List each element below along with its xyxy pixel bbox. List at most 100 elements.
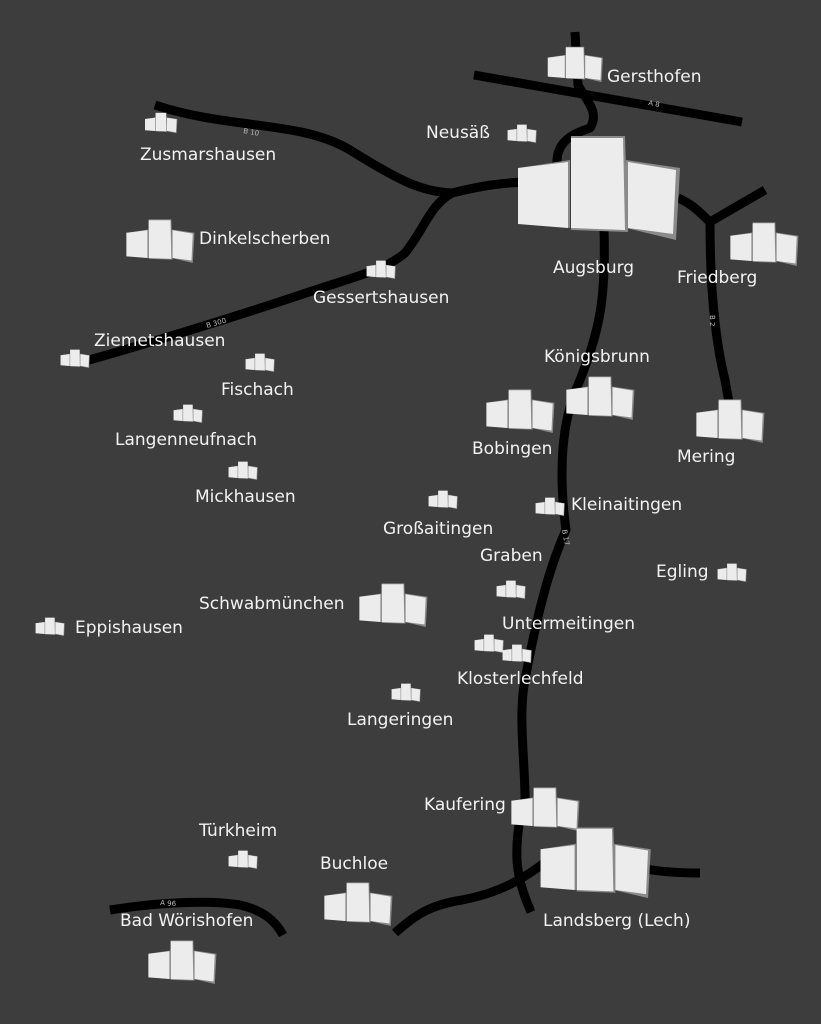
- road-network: [80, 31, 768, 938]
- landsberg-large-city-icon: [540, 827, 651, 899]
- building-facade: [448, 495, 458, 509]
- town-label-egling[interactable]: Egling: [656, 562, 709, 582]
- building-facade: [170, 941, 194, 980]
- town-label-klosterlechfeld[interactable]: Klosterlechfeld: [457, 669, 584, 689]
- town-label-buchloe[interactable]: Buchloe: [320, 854, 389, 874]
- town-label-bad-woerishofen[interactable]: Bad Wörishofen: [120, 911, 254, 931]
- langeringen-small-town-icon: [391, 683, 421, 703]
- building-facade: [540, 845, 575, 890]
- building-facade: [193, 409, 203, 423]
- building-facade: [228, 466, 238, 478]
- building-facade: [547, 55, 565, 78]
- building-facade: [370, 893, 391, 924]
- building-facade: [474, 639, 484, 651]
- building-facade: [502, 649, 512, 661]
- building-facade: [730, 233, 752, 261]
- building-facade: [228, 855, 238, 867]
- building-facade: [35, 622, 45, 634]
- building-facade: [145, 117, 155, 131]
- town-label-eppishausen[interactable]: Eppishausen: [75, 618, 183, 638]
- building-facade: [717, 568, 727, 580]
- town-label-bobingen[interactable]: Bobingen: [472, 439, 553, 459]
- building-facade: [238, 461, 248, 479]
- building-facade: [518, 162, 568, 228]
- building-facade: [512, 644, 522, 662]
- langenneufnach-small-town-icon: [173, 404, 203, 424]
- building-facade: [172, 230, 193, 261]
- town-label-gessertshausen[interactable]: Gessertshausen: [313, 288, 450, 308]
- road-label-a96: A 96: [160, 899, 177, 908]
- building-facade: [517, 124, 527, 142]
- town-label-grossaitingen[interactable]: Großaitingen: [383, 519, 494, 539]
- kleinaitingen-small-town-icon: [535, 497, 565, 517]
- bobingen-medium-town-icon: [486, 389, 555, 434]
- town-label-langenneufnach[interactable]: Langenneufnach: [115, 430, 257, 450]
- egling-small-town-icon: [717, 563, 747, 583]
- town-label-gersthofen[interactable]: Gersthofen: [607, 67, 702, 87]
- building-facade: [359, 594, 381, 622]
- building-facade: [126, 230, 148, 258]
- road-b2: [705, 221, 738, 426]
- building-facade: [255, 353, 265, 371]
- town-label-friedberg[interactable]: Friedberg: [677, 268, 758, 288]
- building-facade: [366, 265, 376, 277]
- town-label-dinkelscherben[interactable]: Dinkelscherben: [199, 229, 331, 249]
- building-facade: [411, 688, 421, 702]
- untermeitingen-small-town-icon: [474, 634, 504, 654]
- building-facade: [566, 387, 588, 415]
- building-facade: [776, 233, 797, 264]
- town-label-neusaess[interactable]: Neusäß: [426, 123, 490, 143]
- town-label-mickhausen[interactable]: Mickhausen: [195, 487, 296, 507]
- town-label-mering[interactable]: Mering: [677, 447, 736, 467]
- building-facade: [615, 845, 649, 895]
- building-facade: [391, 688, 401, 700]
- building-facade: [167, 117, 177, 133]
- gessertshausen-small-town-icon: [366, 260, 396, 280]
- town-label-fischach[interactable]: Fischach: [221, 380, 294, 400]
- road-b300: [80, 189, 455, 367]
- town-label-kaufering[interactable]: Kaufering: [424, 795, 506, 815]
- bad-woerishofen-medium-town-icon: [148, 940, 217, 985]
- building-facade: [516, 585, 526, 599]
- building-facade: [248, 466, 258, 480]
- road-b17: [512, 227, 609, 914]
- road-gersthofen-augsburg: [551, 31, 598, 181]
- building-facade: [507, 129, 517, 141]
- building-facade: [557, 798, 578, 829]
- town-label-tuerkheim[interactable]: Türkheim: [199, 821, 278, 841]
- building-facade: [506, 580, 516, 598]
- building-facade: [386, 265, 396, 279]
- building-facade: [405, 594, 426, 625]
- neusaess-small-town-icon: [507, 124, 537, 144]
- building-facade: [148, 220, 172, 259]
- town-label-augsburg[interactable]: Augsburg: [553, 258, 635, 278]
- building-facade: [155, 113, 167, 132]
- road-label-b300: B 300: [205, 317, 227, 330]
- building-facade: [148, 951, 170, 979]
- building-facade: [238, 850, 248, 868]
- building-facade: [612, 387, 633, 418]
- building-facade: [381, 584, 405, 623]
- town-label-koenigsbrunn[interactable]: Königsbrunn: [544, 347, 650, 367]
- building-facade: [555, 502, 565, 516]
- town-label-schwabmuenchen[interactable]: Schwabmünchen: [199, 594, 345, 614]
- town-label-zusmarshausen[interactable]: Zusmarshausen: [140, 145, 277, 165]
- building-facade: [265, 358, 275, 372]
- town-label-kleinaitingen[interactable]: Kleinaitingen: [571, 495, 683, 515]
- building-facade: [376, 260, 386, 278]
- road-label-b10: B 10: [243, 127, 260, 138]
- town-icons: [35, 46, 799, 985]
- building-facade: [486, 400, 508, 428]
- building-facade: [55, 622, 65, 636]
- town-label-untermeitingen[interactable]: Untermeitingen: [502, 614, 635, 634]
- fischach-small-town-icon: [245, 353, 275, 373]
- building-facade: [532, 400, 553, 431]
- town-label-graben[interactable]: Graben: [480, 546, 543, 566]
- zusmarshausen-small-town-icon: [145, 112, 178, 134]
- building-facade: [585, 55, 602, 81]
- town-label-landsberg[interactable]: Landsberg (Lech): [543, 911, 691, 931]
- town-label-langeringen[interactable]: Langeringen: [347, 710, 454, 730]
- town-label-ziemetshausen[interactable]: Ziemetshausen: [94, 331, 226, 351]
